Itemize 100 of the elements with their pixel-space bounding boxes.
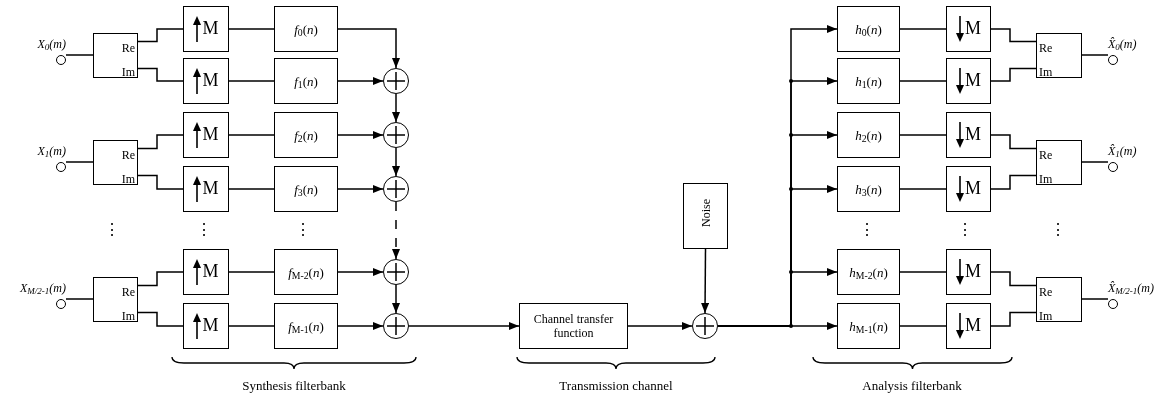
factor-label: M (202, 315, 219, 335)
arrow (337, 28, 400, 69)
connector-line (65, 161, 94, 163)
block-label: f$_{M-2}$(n) (288, 265, 324, 280)
connector-line (228, 80, 275, 82)
combiner-block (1036, 32, 1082, 78)
signal-label: X$_{0}$(m) (37, 37, 66, 51)
factor-label: M (202, 18, 219, 38)
filter-block (274, 58, 338, 104)
filter-block (837, 249, 900, 295)
block-label: f$_{2}$(n) (294, 128, 318, 143)
connector-line (1081, 54, 1109, 56)
arrow (337, 131, 384, 139)
connector-line (899, 134, 947, 136)
arrow (337, 322, 384, 330)
filter-block (274, 112, 338, 158)
signal-label: X$_{1}$(m) (37, 144, 66, 158)
port-label: Re (121, 147, 135, 162)
factor-label: M (965, 315, 981, 335)
port-label: Re (1039, 284, 1053, 299)
block-label: f$_{3}$(n) (294, 182, 318, 197)
downsampler-block (946, 58, 991, 104)
connector-line (137, 311, 184, 327)
ellipsis-dots: ⋮ (196, 222, 212, 238)
signal-label: X̂$_{0}$(m) (1108, 37, 1137, 51)
connector-line (228, 28, 275, 30)
filter-block (274, 6, 338, 52)
ellipsis-dots: ⋮ (1050, 222, 1066, 238)
filter-block (274, 303, 338, 349)
connector-line (899, 325, 947, 327)
ellipsis-dots: ⋮ (859, 222, 875, 238)
connector-line (990, 134, 1037, 150)
combiner-block (1036, 276, 1082, 322)
factor-label: M (202, 124, 219, 144)
port-label: Im (121, 171, 135, 186)
section-caption: Analysis filterbank (862, 378, 962, 392)
filter-block (837, 166, 900, 212)
block-label: f$_{M-1}$(n) (288, 319, 324, 334)
noise-block (683, 183, 728, 249)
connector-line (228, 325, 275, 327)
port-label: Im (1039, 171, 1053, 186)
arrow (717, 322, 838, 330)
connector-line (137, 271, 184, 287)
upsampler-block (183, 303, 229, 349)
connector-line (1081, 298, 1109, 300)
block-label: f$_{0}$(n) (294, 22, 318, 37)
downsampler-block (946, 112, 991, 158)
factor-label: M (965, 70, 981, 90)
section-caption: Transmission channel (559, 378, 673, 392)
filter-block (837, 112, 900, 158)
block-label: h$_{M-1}$(n) (849, 319, 888, 334)
connector-line (1081, 161, 1109, 163)
upsampler-block (183, 166, 229, 212)
connector-line (990, 28, 1037, 43)
factor-label: M (965, 18, 981, 38)
splitter-block (93, 276, 138, 322)
combiner-block (1036, 139, 1082, 185)
arrow (392, 201, 400, 260)
block-label: h$_{M-2}$(n) (849, 265, 888, 280)
upsampler-block (183, 112, 229, 158)
connector-line (990, 174, 1037, 190)
upsampler-block (183, 6, 229, 52)
port-label: Im (1039, 64, 1053, 79)
arrow (337, 268, 384, 276)
downsampler-block (946, 303, 991, 349)
port-label: Re (121, 40, 135, 55)
factor-label: M (202, 178, 219, 198)
connector-line (137, 174, 184, 190)
connector-line (65, 298, 94, 300)
arrow (337, 185, 384, 193)
block-label: h$_{3}$(n) (855, 182, 882, 197)
block-label: Channel transfer function (532, 312, 615, 340)
arrow (627, 322, 693, 330)
downsampler-block (946, 249, 991, 295)
block-label: Noise (699, 198, 712, 227)
connector-line (990, 311, 1037, 327)
port-label: Im (121, 308, 135, 323)
downsampler-block (946, 166, 991, 212)
connector-line (137, 28, 184, 43)
section-caption: Synthesis filterbank (242, 378, 346, 392)
factor-label: M (202, 261, 219, 281)
port-label: Re (1039, 40, 1053, 55)
arrow (701, 248, 710, 314)
factor-label: M (965, 261, 981, 281)
signal-label: X̂$_{M/2-1}$(m) (1108, 281, 1154, 295)
splitter-block (93, 139, 138, 185)
filter-block (837, 6, 900, 52)
ellipsis-dots: ⋮ (957, 222, 973, 238)
filter-block (274, 166, 338, 212)
downsampler-block (946, 6, 991, 52)
connector-line (899, 28, 947, 30)
port-label: Re (121, 284, 135, 299)
factor-label: M (965, 124, 981, 144)
filter-block (274, 249, 338, 295)
connector-line (990, 67, 1037, 82)
block-label: h$_{1}$(n) (855, 74, 882, 89)
port-label: Re (1039, 147, 1053, 162)
connector-line (228, 271, 275, 273)
signal-label: X̂$_{1}$(m) (1108, 144, 1137, 158)
port-label: Im (1039, 308, 1053, 323)
